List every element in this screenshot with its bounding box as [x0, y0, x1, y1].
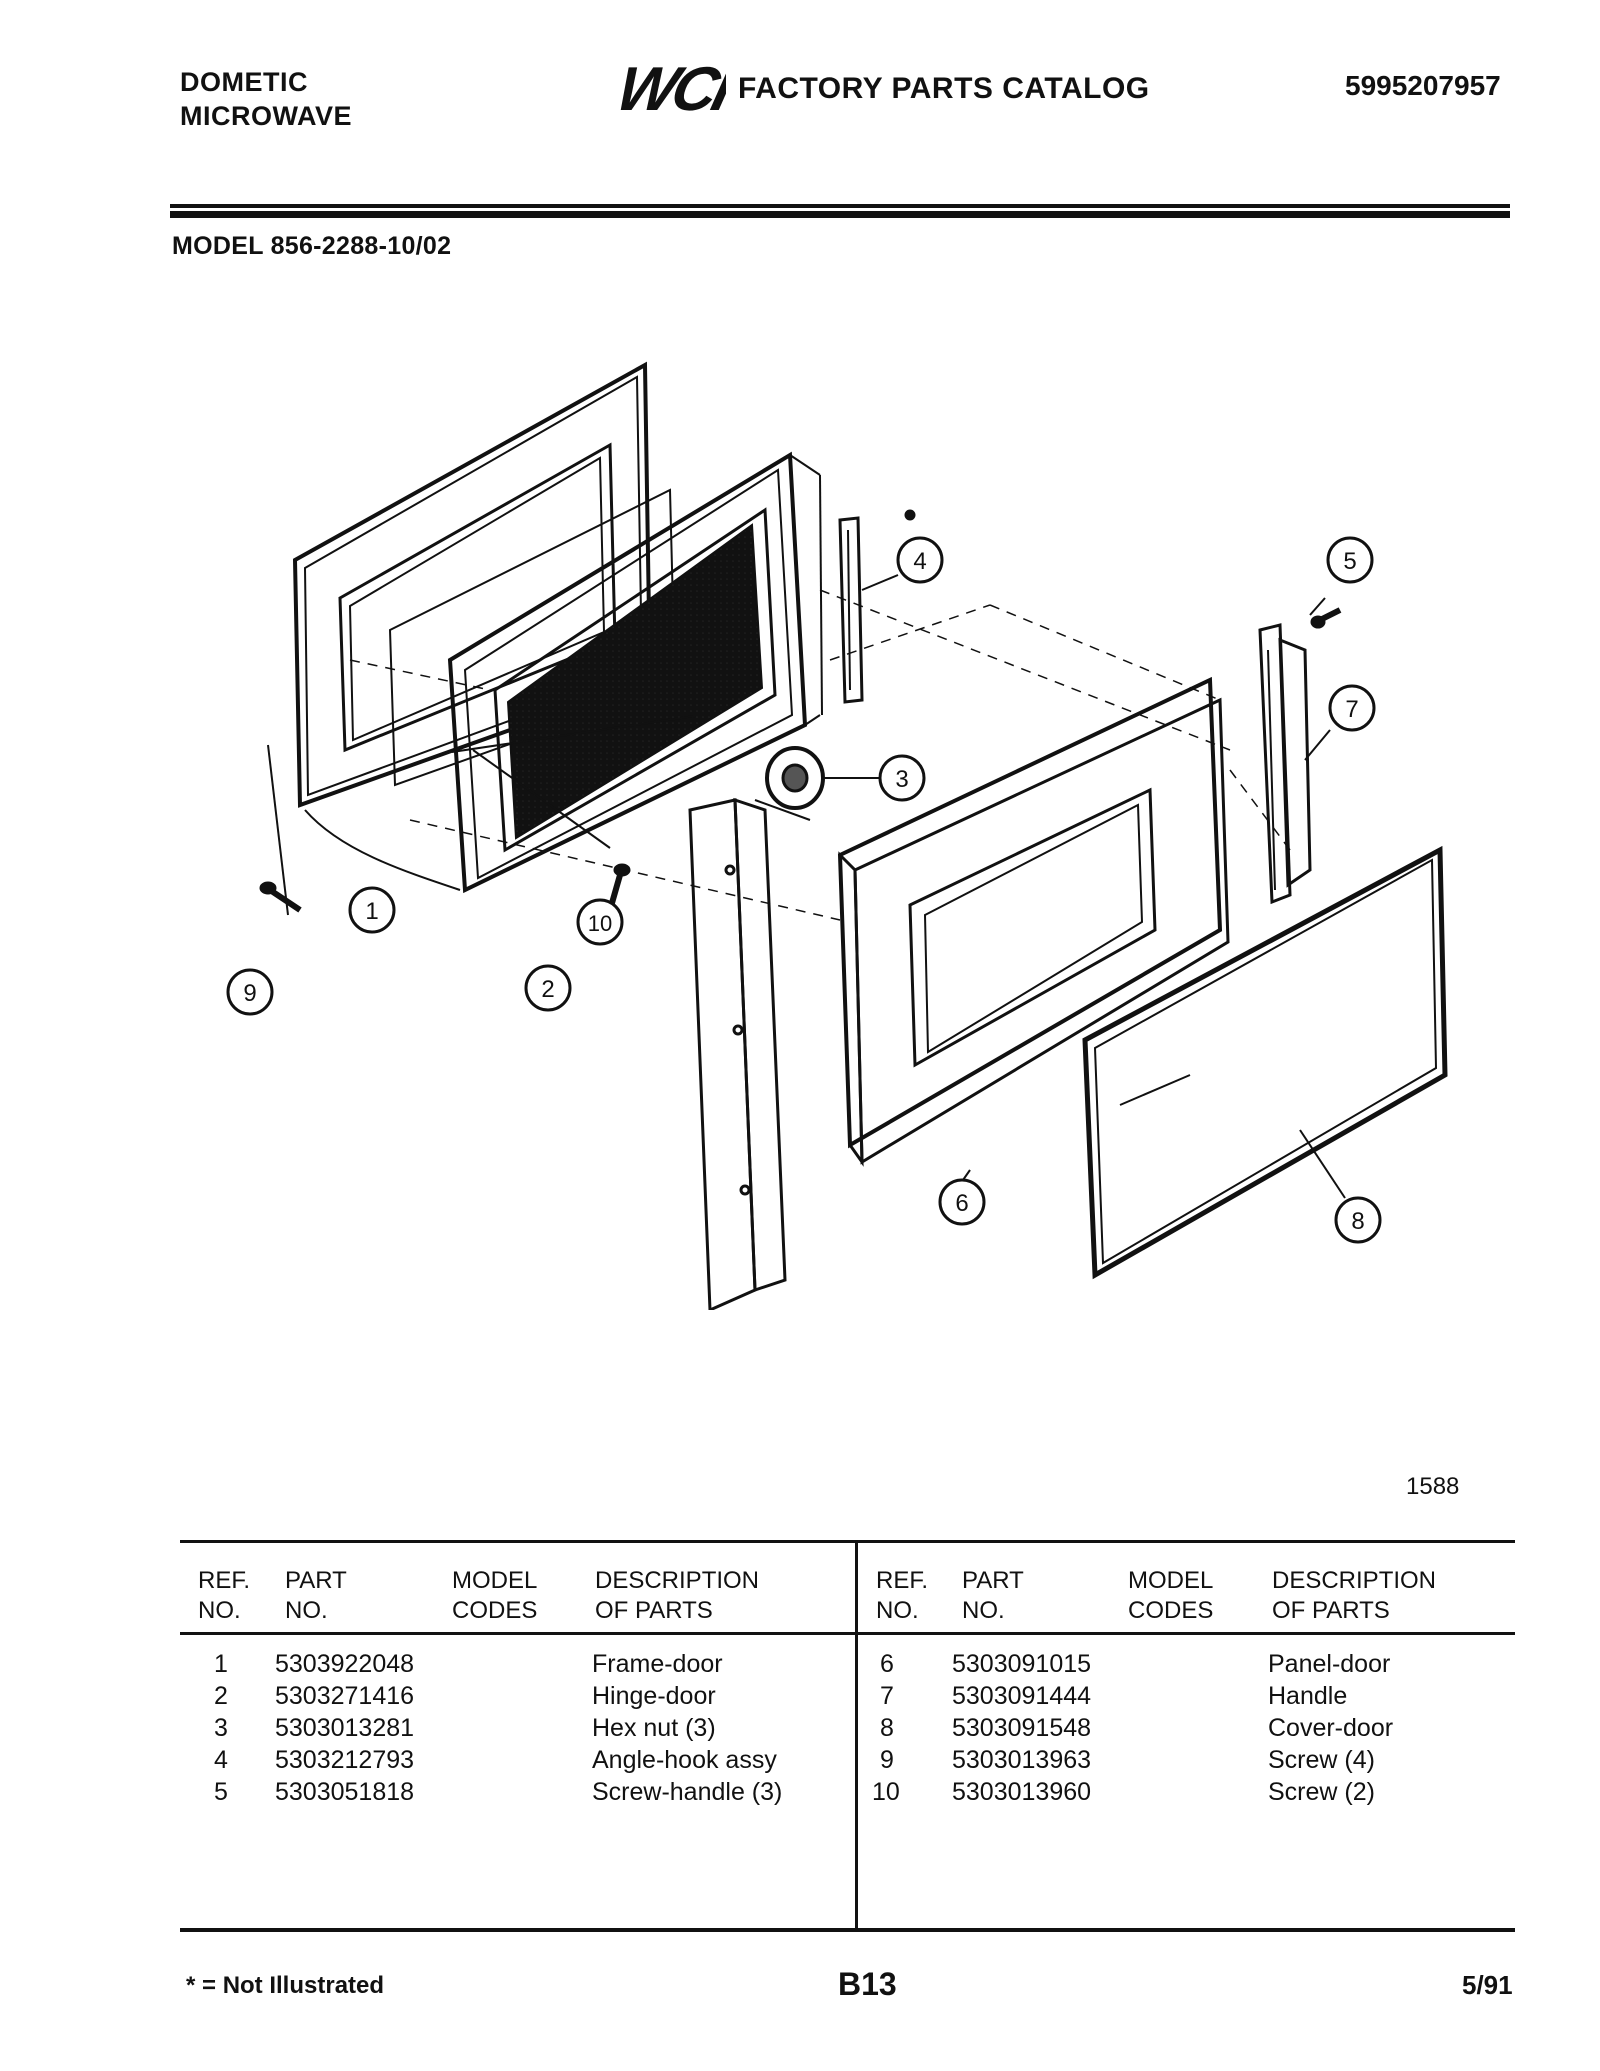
wci-logo: WCI: [610, 55, 726, 122]
header-desc-2-right: OF PARTS: [1272, 1597, 1390, 1624]
header-part-2-right: NO.: [962, 1597, 1005, 1624]
part-angle-hook: [838, 509, 916, 704]
table-divider: [855, 1540, 858, 1930]
svg-text:1: 1: [365, 898, 378, 925]
callout-6: 6: [938, 1178, 986, 1226]
table-row-ref: 3: [214, 1714, 228, 1742]
table-header-rule: [180, 1632, 1515, 1635]
table-row-desc: Angle-hook assy: [592, 1746, 777, 1774]
table-bottom-rule: [180, 1928, 1515, 1932]
table-row-desc: Hex nut (3): [592, 1714, 716, 1742]
part-screw-handle: [1310, 607, 1342, 629]
callout-5: 5: [1326, 536, 1374, 584]
svg-text:6: 6: [955, 1190, 968, 1217]
table-row-part: 5303091444: [952, 1682, 1092, 1710]
table-row-ref: 5: [214, 1778, 228, 1806]
header-rule-thick: [170, 211, 1510, 218]
svg-text:4: 4: [913, 548, 926, 575]
callout-1: 1: [348, 886, 396, 934]
table-row-desc: Hinge-door: [592, 1682, 716, 1710]
table-row-ref: 7: [880, 1682, 894, 1710]
table-row-ref: 9: [880, 1746, 894, 1774]
table-row-ref: 4: [214, 1746, 228, 1774]
exploded-parts-diagram: 1 2 3 4 5 6 7 8 9 10: [226, 361, 1448, 1310]
svg-text:5: 5: [1343, 548, 1356, 575]
callout-7: 7: [1328, 684, 1376, 732]
callout-8: 8: [1334, 1196, 1382, 1244]
callout-3: 3: [878, 754, 926, 802]
table-row-part: 5303013281: [275, 1714, 415, 1742]
header-part-1-right: PART: [962, 1567, 1024, 1594]
callout-4: 4: [896, 536, 944, 584]
footer-page-number: B13: [838, 1966, 897, 2002]
header-ref-1: REF.: [198, 1567, 251, 1594]
header-model-1-right: MODEL: [1128, 1567, 1214, 1594]
footer-note: * = Not Illustrated: [186, 1972, 385, 1999]
brand-line-1: DOMETIC: [180, 67, 308, 97]
part-hex-nut: [765, 746, 825, 810]
table-row-desc: Screw-handle (3): [592, 1778, 783, 1806]
header-ref-2-right: NO.: [876, 1597, 919, 1624]
figure-number: 1588: [1406, 1473, 1460, 1500]
svg-text:2: 2: [541, 976, 554, 1003]
part-panel-door: [837, 676, 1230, 1167]
part-screw-9: [259, 881, 302, 913]
header-rule-thin: [170, 204, 1510, 208]
svg-text:8: 8: [1351, 1208, 1364, 1235]
table-row-part: 5303271416: [275, 1682, 415, 1710]
header-model-1: MODEL: [452, 1567, 538, 1594]
table-row-ref: 10: [872, 1778, 900, 1806]
wci-logo-text: WCI: [610, 55, 726, 122]
table-row-part: 5303212793: [275, 1746, 415, 1774]
callout-9: 9: [226, 968, 274, 1016]
header-ref-2: NO.: [198, 1597, 241, 1624]
svg-text:9: 9: [243, 980, 256, 1007]
header-desc-1-right: DESCRIPTION: [1272, 1567, 1437, 1594]
header-part-2: NO.: [285, 1597, 328, 1624]
svg-text:3: 3: [895, 766, 908, 793]
inner-door-frame: [447, 451, 823, 894]
model-label: MODEL 856-2288-10/02: [172, 232, 452, 260]
table-row-part: 5303091548: [952, 1714, 1092, 1742]
table-row-ref: 6: [880, 1650, 894, 1678]
table-row-desc: Screw (4): [1268, 1746, 1375, 1774]
table-top-rule: [180, 1540, 1515, 1543]
table-row-desc: Panel-door: [1268, 1650, 1391, 1678]
table-row-part: 5303922048: [275, 1650, 415, 1678]
table-row-desc: Screw (2): [1268, 1778, 1375, 1806]
table-row-desc: Handle: [1268, 1682, 1348, 1710]
svg-text:7: 7: [1345, 696, 1358, 723]
table-row-part: 5303013963: [952, 1746, 1092, 1774]
header-ref-1-right: REF.: [876, 1567, 929, 1594]
catalog-number: 5995207957: [1345, 70, 1501, 101]
header-model-2: CODES: [452, 1597, 538, 1624]
table-row-part: 5303091015: [952, 1650, 1092, 1678]
callout-10: 10: [576, 898, 624, 946]
catalog-title: FACTORY PARTS CATALOG: [738, 72, 1150, 105]
table-row-ref: 2: [214, 1682, 228, 1710]
header-desc-2: OF PARTS: [595, 1597, 713, 1624]
table-row-desc: Frame-door: [592, 1650, 723, 1678]
part-cover-door: [1082, 845, 1448, 1280]
table-row-ref: 1: [214, 1650, 228, 1678]
table-row-desc: Cover-door: [1268, 1714, 1394, 1742]
table-row-ref: 8: [880, 1714, 894, 1742]
svg-text:10: 10: [588, 911, 612, 936]
brand-line-2: MICROWAVE: [180, 101, 352, 131]
header-desc-1: DESCRIPTION: [595, 1567, 760, 1594]
part-hinge-door: [688, 797, 787, 1310]
part-handle: [1258, 623, 1312, 905]
callout-2: 2: [524, 964, 572, 1012]
table-row-part: 5303051818: [275, 1778, 415, 1806]
header-part-1: PART: [285, 1567, 347, 1594]
footer-date: 5/91: [1462, 1970, 1513, 2000]
table-row-part: 5303013960: [952, 1778, 1092, 1806]
header-model-2-right: CODES: [1128, 1597, 1214, 1624]
